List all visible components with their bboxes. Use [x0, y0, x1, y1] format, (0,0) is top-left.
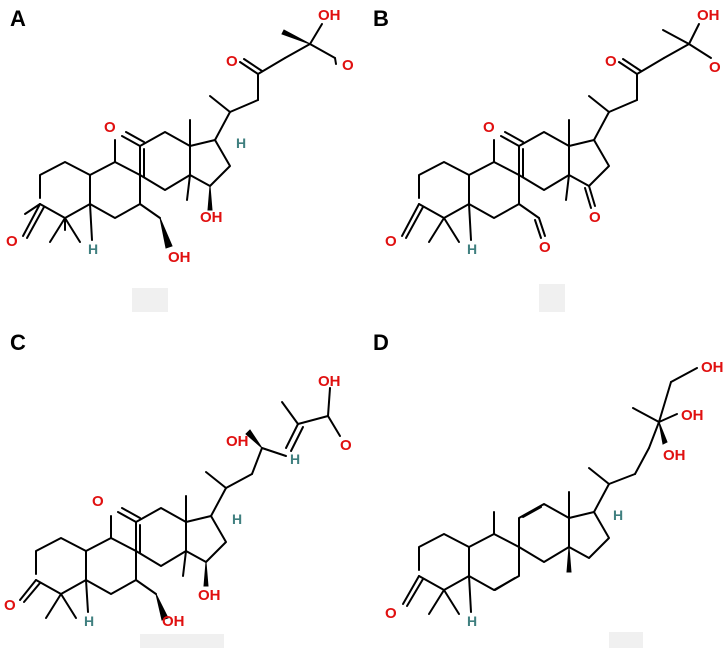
c-acid-o: O: [340, 437, 352, 454]
molecule-c-structure: O H O OH OH H OH H OH: [4, 373, 352, 630]
a-acid-oh: OH: [318, 7, 341, 24]
molecule-a-structure: O H O OH OH H O: [6, 7, 354, 266]
c-h24: H: [290, 451, 300, 467]
b-ketone-o11: O: [483, 119, 495, 136]
panel-label-b: B: [373, 6, 389, 31]
b-acid-o: O: [709, 59, 721, 76]
a-oh15: OH: [200, 209, 223, 226]
d-oh25: OH: [681, 407, 704, 424]
d-oh24: OH: [663, 447, 686, 464]
c-ketone-o11: O: [92, 493, 104, 510]
blank-box-a: [132, 288, 168, 312]
b-ketone-o23: O: [605, 53, 617, 70]
c-ketone-o3: O: [4, 597, 16, 614]
c-oh23: OH: [226, 433, 249, 450]
c-h5: H: [84, 613, 94, 629]
panel-label-d: D: [373, 330, 389, 355]
blank-box-b: [539, 284, 565, 312]
a-oh7: OH: [168, 249, 191, 266]
d-h5: H: [467, 613, 477, 629]
panel-d: D O H H OH OH OH: [363, 324, 726, 648]
d-oh26: OH: [701, 359, 724, 376]
a-h5: H: [88, 241, 98, 257]
a-h17: H: [236, 135, 246, 151]
b-ketone-o15: O: [589, 209, 601, 226]
a-ketone-o11: O: [104, 119, 116, 136]
molecule-d-structure: O H H OH OH OH: [385, 359, 724, 629]
blank-box-c: [140, 634, 224, 648]
c-h17: H: [232, 511, 242, 527]
c-oh7: OH: [162, 613, 185, 630]
b-acid-oh: OH: [697, 7, 720, 24]
b-ketone-o7: O: [539, 239, 551, 256]
d-ketone-o3: O: [385, 605, 397, 622]
b-h5: H: [467, 241, 477, 257]
panel-a: A O H O OH OH H: [0, 0, 363, 324]
a-ketone-o: O: [6, 233, 18, 250]
c-acid-oh: OH: [318, 373, 341, 390]
d-h17: H: [613, 507, 623, 523]
c-oh15: OH: [198, 587, 221, 604]
panel-label-c: C: [10, 330, 26, 355]
panel-c: C O H O OH OH H OH H: [0, 324, 363, 648]
panel-b: B O H O O O O: [363, 0, 726, 324]
panel-label-a: A: [10, 6, 26, 31]
a-ketone-o23: O: [226, 53, 238, 70]
a-acid-o: O: [342, 57, 354, 74]
b-ketone-o3: O: [385, 233, 397, 250]
molecule-b-structure: O H O O O O OH O: [385, 7, 721, 257]
blank-box-d: [609, 632, 643, 648]
